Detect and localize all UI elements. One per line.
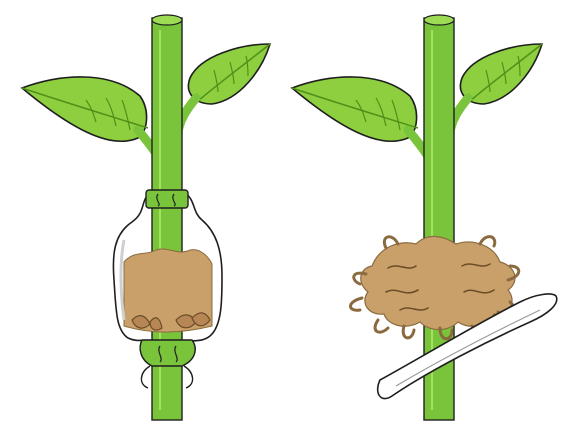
right-leaf — [460, 44, 542, 108]
left-leaf — [22, 77, 148, 141]
panel-wrapped-stem — [22, 15, 270, 420]
right-leaf — [188, 44, 270, 108]
left-leaf — [292, 77, 418, 141]
upper-tie — [146, 190, 188, 208]
panel-rooted-stem-cut — [292, 15, 557, 420]
